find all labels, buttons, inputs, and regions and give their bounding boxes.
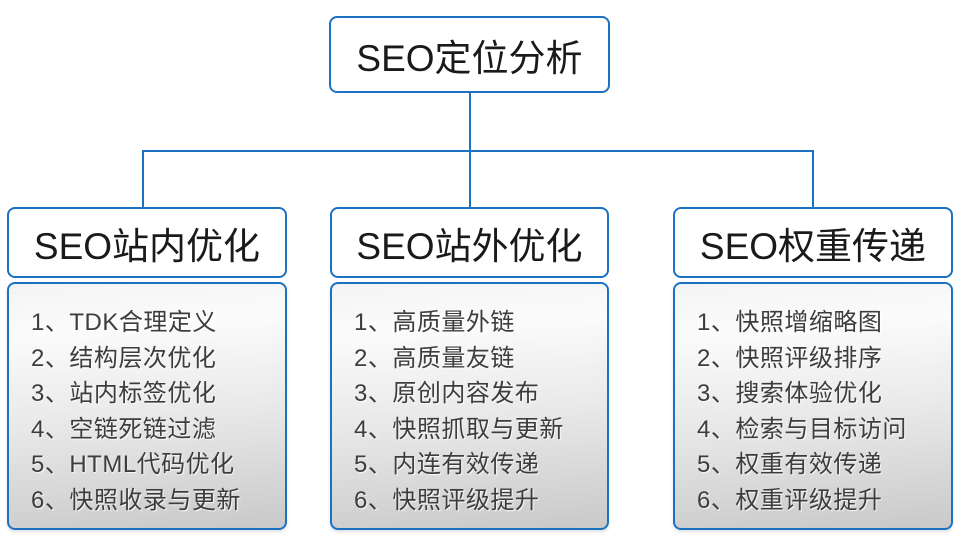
list-item: 6、快照收录与更新 (31, 486, 241, 514)
list-item: 3、站内标签优化 (31, 380, 217, 407)
list-item: 4、空链死链过滤 (31, 415, 217, 443)
list-item: 5、HTML代码优化 (31, 451, 235, 478)
connector-root-vertical (469, 93, 471, 152)
branch-list-onsite: 1、TDK合理定义 2、结构层次优化 3、站内标签优化 4、空链死链过滤 5、H… (7, 282, 287, 530)
branch-header-weight-title: SEO权重传递 (699, 225, 927, 267)
list-item: 3、原创内容发布 (354, 380, 540, 407)
branch-list-offsite: 1、高质量外链 2、高质量友链 3、原创内容发布 4、快照抓取与更新 5、内连有… (330, 282, 609, 530)
root-node-title: SEO定位分析 (356, 37, 583, 79)
list-item: 4、快照抓取与更新 (354, 415, 564, 443)
branch-header-weight: SEO权重传递 (673, 207, 953, 278)
root-node: SEO定位分析 (329, 16, 610, 93)
list-item: 5、内连有效传递 (354, 451, 540, 478)
branch-list-weight: 1、快照增缩略图 2、快照评级排序 3、搜索体验优化 4、检索与目标访问 5、权… (673, 282, 953, 530)
connector-drop-left (142, 150, 144, 208)
list-item: 1、快照增缩略图 (697, 309, 883, 336)
branch-header-onsite-title: SEO站内优化 (33, 225, 261, 267)
connector-drop-center (469, 150, 471, 208)
list-item: 2、结构层次优化 (31, 344, 217, 372)
branch-header-offsite-title: SEO站外优化 (356, 225, 583, 267)
list-item: 2、快照评级排序 (697, 344, 883, 372)
branch-header-onsite: SEO站内优化 (7, 207, 287, 278)
list-item: 4、检索与目标访问 (697, 415, 907, 443)
list-item: 5、权重有效传递 (697, 451, 883, 478)
connector-drop-right (812, 150, 814, 208)
list-item: 1、高质量外链 (354, 309, 515, 336)
connector-horizontal-rail (142, 150, 814, 152)
list-item: 2、高质量友链 (354, 344, 515, 372)
branch-header-offsite: SEO站外优化 (330, 207, 609, 278)
list-item: 6、权重评级提升 (697, 486, 883, 514)
list-item: 1、TDK合理定义 (31, 309, 217, 336)
list-item: 6、快照评级提升 (354, 486, 540, 514)
list-item: 3、搜索体验优化 (697, 380, 883, 407)
